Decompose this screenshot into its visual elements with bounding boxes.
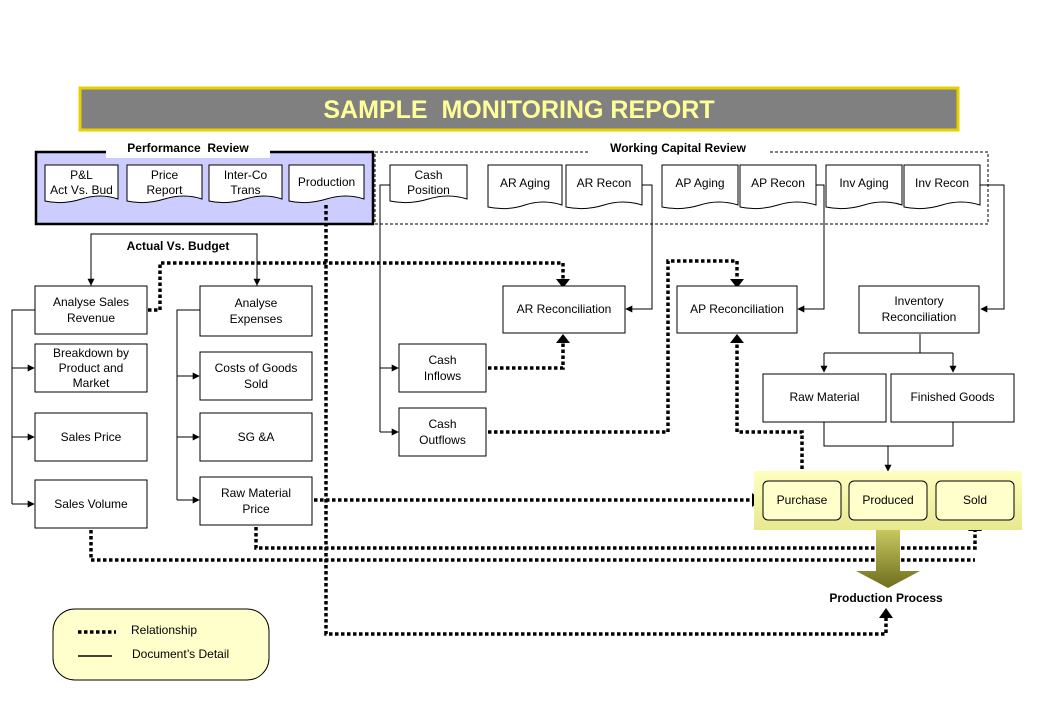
svg-text:AP Reconciliation: AP Reconciliation: [690, 302, 784, 316]
svg-text:AP Recon: AP Recon: [751, 176, 805, 190]
box-purchase: Purchase: [762, 480, 842, 521]
svg-text:Sales Volume: Sales Volume: [54, 497, 128, 511]
svg-text:Inv Recon: Inv Recon: [915, 176, 969, 190]
svg-text:AP Aging: AP Aging: [675, 176, 724, 190]
detail-connectors: [11, 184, 1005, 508]
performance-review-label: Performance Review: [127, 141, 249, 155]
production-process-arrow: [856, 530, 920, 588]
doc-production: Production: [288, 164, 365, 204]
svg-text:Inv Aging: Inv Aging: [839, 176, 888, 190]
actual-vs-budget-connector: [87, 233, 261, 286]
doc-ap-recon: AP Recon: [739, 164, 817, 210]
svg-text:AR Reconciliation: AR Reconciliation: [517, 302, 612, 316]
box-raw-material: Raw Material: [762, 373, 887, 423]
title-banner: SAMPLE MONITORING REPORT: [78, 86, 960, 132]
svg-text:Sales Price: Sales Price: [61, 430, 122, 444]
svg-text:AR Aging: AR Aging: [500, 176, 550, 190]
box-produced: Produced: [848, 480, 928, 521]
svg-text:AR Recon: AR Recon: [577, 176, 632, 190]
legend-relationship-label: Relationship: [131, 623, 197, 637]
working-capital-review-label: Working Capital Review: [610, 141, 746, 155]
box-sold: Sold: [935, 480, 1015, 521]
box-sales-price: Sales Price: [34, 412, 148, 462]
svg-text:Purchase: Purchase: [777, 493, 828, 507]
svg-text:SG &A: SG &A: [238, 430, 275, 444]
production-process-label: Production Process: [829, 591, 943, 605]
svg-text:Production: Production: [298, 175, 355, 189]
box-sales-volume: Sales Volume: [34, 479, 148, 529]
doc-ar-recon: AR Recon: [565, 164, 643, 210]
actual-vs-budget-label: Actual Vs. Budget: [127, 239, 230, 253]
box-ar-reconciliation: AR Reconciliation: [502, 285, 626, 334]
box-finished-goods: Finished Goods: [890, 373, 1015, 423]
doc-inv-recon: Inv Recon: [903, 164, 981, 210]
svg-text:Finished Goods: Finished Goods: [910, 390, 994, 404]
svg-text:Produced: Produced: [862, 493, 913, 507]
page-title: SAMPLE MONITORING REPORT: [323, 96, 714, 124]
legend-documents-detail-label: Document’s Detail: [132, 647, 229, 661]
doc-ap-aging: AP Aging: [661, 164, 739, 210]
svg-text:Raw Material: Raw Material: [789, 390, 859, 404]
doc-ar-aging: AR Aging: [487, 164, 563, 210]
doc-inv-aging: Inv Aging: [825, 164, 903, 210]
box-ap-reconciliation: AP Reconciliation: [676, 285, 798, 334]
relationship-connectors: [89, 205, 977, 636]
svg-text:Sold: Sold: [963, 493, 987, 507]
legend: Relationship Document’s Detail: [52, 608, 270, 681]
box-sga: SG &A: [199, 412, 313, 462]
